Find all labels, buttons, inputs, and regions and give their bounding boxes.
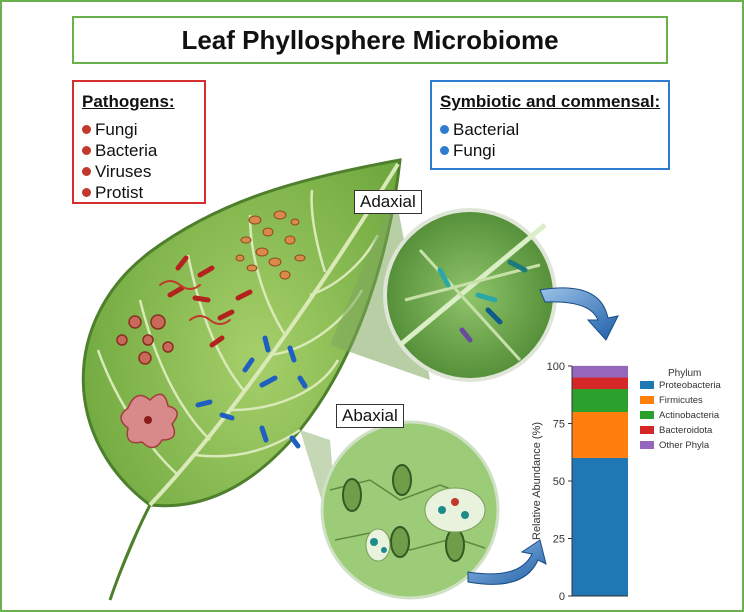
bullet-dot-icon <box>82 188 91 197</box>
abaxial-label: Abaxial <box>336 404 404 428</box>
pathogens-box: Pathogens: Fungi Bacteria Viruses Protis… <box>72 80 206 204</box>
pathogen-bacteria <box>159 255 253 348</box>
legend-swatch <box>640 441 654 449</box>
y-axis-label: Relative Abundance (%) <box>531 422 543 540</box>
bullet-dot-icon <box>440 146 449 155</box>
arrow-abaxial-to-chart <box>467 539 547 585</box>
bar-segment-firmicutes <box>572 412 628 458</box>
page-title: Leaf Phyllosphere Microbiome <box>181 24 559 55</box>
pathogen-item: Viruses <box>82 162 151 182</box>
legend-swatch <box>640 396 654 404</box>
protist <box>120 393 178 449</box>
arrow-adaxial-to-chart <box>539 287 619 341</box>
symbiotic-bacteria <box>195 335 308 449</box>
symbiotic-box: Symbiotic and commensal: Bacterial Fungi <box>430 80 670 170</box>
legend-swatch <box>640 411 654 419</box>
legend-swatch <box>640 426 654 434</box>
y-tick-label: 75 <box>553 419 565 431</box>
adaxial-zoom-circle <box>383 208 557 382</box>
legend-label: Other Phyla <box>659 440 710 451</box>
bullet-dot-icon <box>82 167 91 176</box>
abaxial-zoom-circle <box>320 420 500 600</box>
symbiotic-item: Bacterial <box>440 120 519 140</box>
adaxial-label: Adaxial <box>354 190 422 214</box>
y-tick-label: 0 <box>559 591 565 603</box>
viruses <box>116 314 174 365</box>
bullet-dot-icon <box>82 146 91 155</box>
legend-label: Proteobacteria <box>659 380 722 391</box>
y-tick-label: 50 <box>553 476 565 488</box>
pathogens-heading: Pathogens: <box>82 92 175 111</box>
legend-label: Bacteroidota <box>659 425 713 436</box>
pathogen-item: Bacteria <box>82 141 157 161</box>
legend-label: Firmicutes <box>659 395 703 406</box>
bar-segment-other-phyla <box>572 366 628 378</box>
legend-title: Phylum <box>668 368 701 379</box>
leaf <box>81 158 402 601</box>
legend-swatch <box>640 381 654 389</box>
symbiotic-heading: Symbiotic and commensal: <box>440 92 661 111</box>
bar-segment-actinobacteria <box>572 389 628 412</box>
bullet-dot-icon <box>82 125 91 134</box>
title-box: Leaf Phyllosphere Microbiome <box>72 16 668 64</box>
legend-label: Actinobacteria <box>659 410 720 421</box>
symbiotic-item: Fungi <box>440 141 496 161</box>
bar-segment-proteobacteria <box>572 458 628 596</box>
pathogen-item: Protist <box>82 183 143 203</box>
pathogen-item: Fungi <box>82 120 138 140</box>
bullet-dot-icon <box>440 125 449 134</box>
y-tick-label: 100 <box>547 361 565 373</box>
bar-segment-bacteroidota <box>572 377 628 389</box>
y-tick-label: 25 <box>553 534 565 546</box>
fungal-spores <box>235 210 306 280</box>
